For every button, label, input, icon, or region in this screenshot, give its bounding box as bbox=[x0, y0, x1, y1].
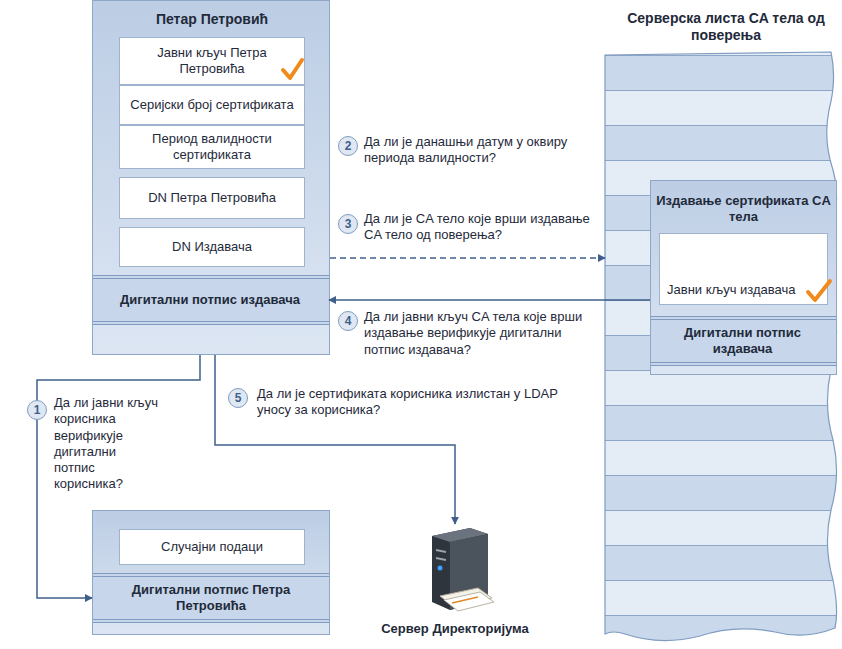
node-text: Период валидности сертификата bbox=[124, 131, 300, 162]
node-text: Петар Петровић bbox=[156, 11, 268, 28]
certificate-field: DN Петра Петровића bbox=[119, 177, 305, 219]
text-holder: Петар Петровић bbox=[93, 5, 331, 33]
node-text: Јавни кључ Петра Петровића bbox=[124, 45, 300, 76]
torn-list bbox=[605, 52, 837, 641]
text-holder: Случајни подаци bbox=[119, 529, 305, 565]
node-text: Серијски број сертификата bbox=[130, 97, 293, 113]
text-holder: Период валидности сертификата bbox=[120, 126, 304, 168]
callout-number: 5 bbox=[228, 388, 248, 408]
text-holder: Сервер Директоријума bbox=[370, 618, 540, 640]
node-text: Издавање сертификата CA тела bbox=[655, 193, 832, 224]
text-holder: Дигитални потпис издавача bbox=[651, 320, 834, 362]
node-text: Серверска листа CA тела од поверења bbox=[619, 10, 833, 44]
callout-number: 1 bbox=[27, 400, 47, 420]
text-holder: Дигитални потпис издавача bbox=[93, 279, 327, 321]
node-text: DN Петра Петровића bbox=[148, 190, 276, 206]
step-question: Да ли је сертификата корисника излистан … bbox=[255, 385, 590, 420]
text-holder: DN Петра Петровића bbox=[120, 178, 304, 218]
callout-number: 4 bbox=[338, 311, 358, 331]
node-text: Дигитални потпис издавача bbox=[120, 292, 300, 308]
callout-number: 3 bbox=[338, 214, 358, 234]
ca-certificate-box: Издавање сертификата CA телаЈавни кључ и… bbox=[650, 180, 837, 375]
connector bbox=[37, 355, 200, 598]
certificate-field: Јавни кључ Петра Петровића bbox=[119, 37, 305, 85]
certificate-field: Период валидности сертификата bbox=[119, 125, 305, 169]
signature-band: Дигитални потпис издавача bbox=[93, 275, 329, 325]
node-text: Сервер Директоријума bbox=[381, 621, 529, 637]
server-icon bbox=[432, 528, 494, 611]
signature-band: Дигитални потпис издавача bbox=[651, 316, 836, 366]
node-text: Дигитални потпис Петра Петровића bbox=[97, 582, 325, 613]
check-mark bbox=[808, 281, 830, 300]
step-question: Да ли јавни кључ корисника верификује ди… bbox=[52, 394, 162, 494]
certificate-field: Серијски број сертификата bbox=[119, 85, 305, 125]
text-holder: Издавање сертификата CA тела bbox=[651, 189, 836, 229]
signed-data-box: Случајни подациДигитални потпис Петра Пе… bbox=[92, 510, 330, 635]
connector bbox=[215, 355, 455, 524]
node-text: DN Издавача bbox=[172, 239, 252, 255]
text-holder: Дигитални потпис Петра Петровића bbox=[93, 573, 329, 623]
text-holder: Серверска листа CA тела од поверења bbox=[615, 4, 837, 50]
text-holder: Јавни кључ издавача bbox=[663, 278, 803, 302]
node-text: Случајни подаци bbox=[161, 539, 263, 555]
text-holder: DN Издавача bbox=[120, 228, 304, 266]
connector bbox=[329, 299, 650, 301]
callout-number: 2 bbox=[338, 136, 358, 156]
step-question: Да ли јавни кључ CA тела које врши издав… bbox=[362, 308, 600, 359]
issuer-key-field: Јавни кључ издавача bbox=[659, 233, 828, 305]
text-holder: Серијски број сертификата bbox=[120, 86, 304, 124]
step-question: Да ли је CA тело које врши издавање CA т… bbox=[362, 210, 600, 245]
node-text: Дигитални потпис издавача bbox=[655, 325, 830, 356]
connector bbox=[330, 257, 605, 259]
certificate-box: Петар ПетровићЈавни кључ Петра Петровића… bbox=[92, 0, 330, 355]
check-mark bbox=[283, 60, 302, 78]
step-question: Да ли је данашњи датум у оквиру периода … bbox=[362, 133, 600, 168]
text-holder: Јавни кључ Петра Петровића bbox=[120, 38, 304, 84]
trusted-ca-list: Серверска листа CA тела од поверењаИздав… bbox=[605, 0, 842, 649]
node-text: Јавни кључ издавача bbox=[667, 282, 796, 298]
certificate-field: DN Издавача bbox=[119, 227, 305, 267]
